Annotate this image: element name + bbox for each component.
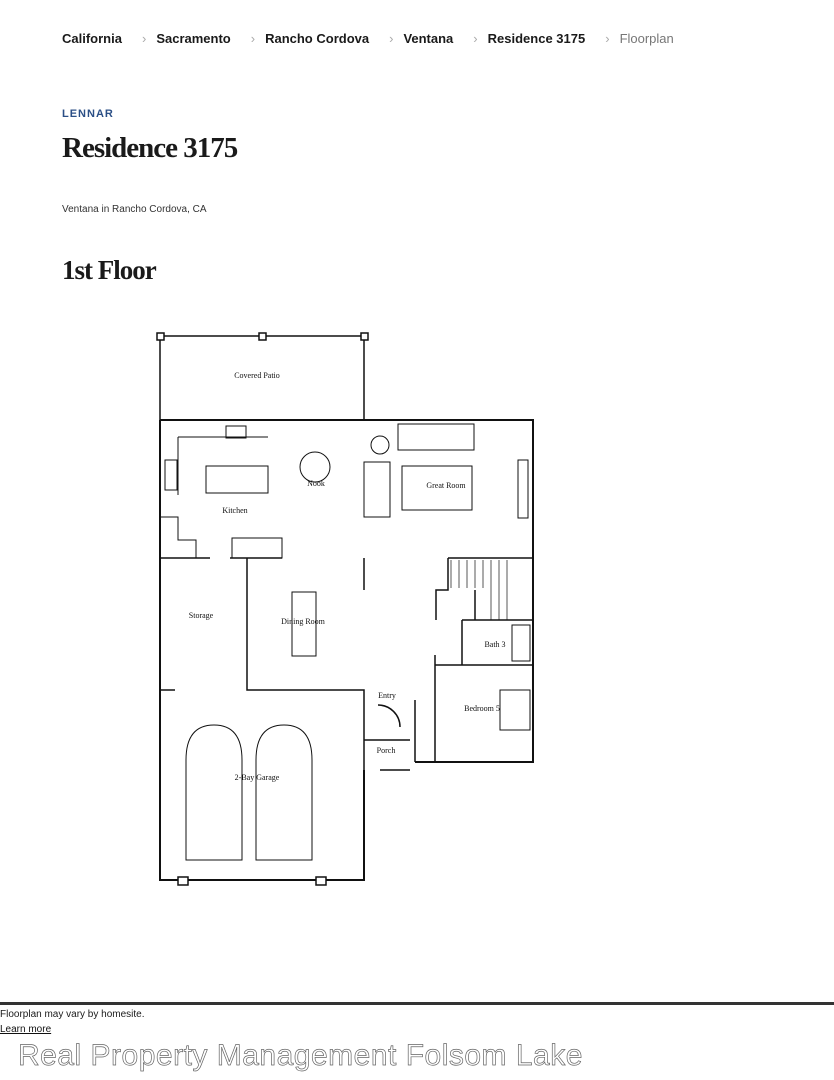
breadcrumb-california[interactable]: California xyxy=(62,31,122,46)
room-porch: Porch xyxy=(377,746,396,755)
chevron-right-icon: › xyxy=(389,31,394,46)
breadcrumb-rancho-cordova[interactable]: Rancho Cordova xyxy=(265,31,370,46)
floor-title: 1st Floor xyxy=(62,255,157,285)
room-great-room: Great Room xyxy=(426,481,466,490)
floorplan-disclaimer: Floorplan may vary by homesite. xyxy=(0,1009,145,1020)
room-dining-room: Dining Room xyxy=(281,617,326,626)
breadcrumb-residence[interactable]: Residence 3175 xyxy=(487,31,586,46)
divider xyxy=(0,1002,834,1005)
watermark: Real Property Management Folsom Lake xyxy=(18,1039,583,1073)
breadcrumb: California › Sacramento › Rancho Cordova… xyxy=(62,31,674,46)
chevron-right-icon: › xyxy=(141,31,147,46)
room-covered-patio: Covered Patio xyxy=(234,371,280,380)
chevron-right-icon: › xyxy=(250,31,256,46)
breadcrumb-floorplan: Floorplan xyxy=(619,31,674,46)
chevron-right-icon: › xyxy=(605,31,610,46)
room-garage: 2-Bay Garage xyxy=(235,773,280,782)
community-location: Ventana in Rancho Cordova, CA xyxy=(62,204,207,215)
floorplan-drawing: Covered Patio Nook Great Room Kitchen St… xyxy=(156,332,534,886)
page-title: Residence 3175 xyxy=(62,132,238,164)
room-bath: Bath 3 xyxy=(484,640,505,649)
room-storage: Storage xyxy=(189,611,214,620)
breadcrumb-sacramento[interactable]: Sacramento xyxy=(156,31,231,46)
room-kitchen: Kitchen xyxy=(222,506,247,515)
room-bedroom: Bedroom 5 xyxy=(464,704,500,713)
room-entry: Entry xyxy=(378,691,396,700)
learn-more-link[interactable]: Learn more xyxy=(0,1024,52,1035)
chevron-right-icon: › xyxy=(473,31,478,46)
breadcrumb-ventana[interactable]: Ventana xyxy=(403,31,454,46)
room-nook: Nook xyxy=(307,479,325,488)
lennar-logo: LENNAR xyxy=(62,108,114,120)
